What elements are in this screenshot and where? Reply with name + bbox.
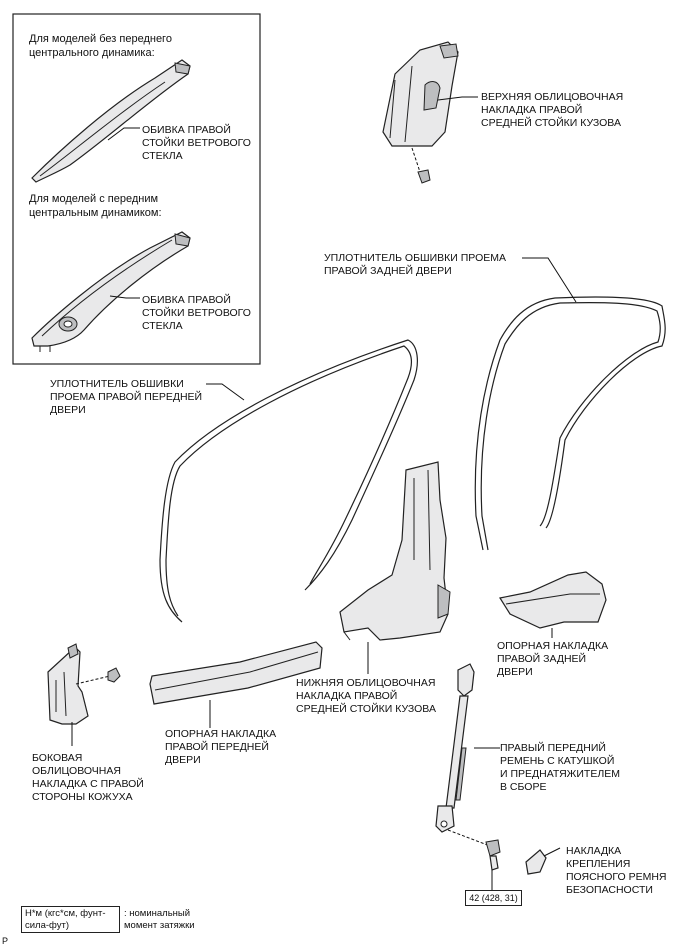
leader-upper-b-pillar	[437, 96, 478, 101]
rear-scuff-plate	[499, 571, 607, 629]
inset-heading-with-speaker: Для моделей с передним центральным динам…	[29, 193, 162, 219]
leader-front-weatherstrip	[206, 383, 245, 401]
front-scuff-plate	[149, 641, 323, 705]
rear-door-weatherstrip	[474, 296, 666, 551]
torque-legend-text: : номинальный момент затяжки	[124, 908, 195, 931]
belt-anchor-cover	[525, 849, 547, 875]
torque-value-box: 42 (428, 31)	[465, 890, 522, 906]
front-weatherstrip-label: УПЛОТНИТЕЛЬ ОБШИВКИ ПРОЕМА ПРАВОЙ ПЕРЕДН…	[50, 378, 203, 416]
cowl-side-label: БОКОВАЯ ОБЛИЦОВОЧНАЯ НАКЛАДКА С ПРАВОЙ С…	[32, 752, 144, 803]
a-pillar-garnish-with-speaker	[31, 231, 191, 352]
upper-b-pillar-label: ВЕРХНЯЯ ОБЛИЦОВОЧНАЯ НАКЛАДКА ПРАВОЙ СРЕ…	[481, 91, 624, 129]
seat-belt-assembly	[435, 663, 475, 833]
a-pillar-garnish-label-2: ОБИВКА ПРАВОЙ СТОЙКИ ВЕТРОВОГО СТЕКЛА	[142, 294, 251, 332]
leader-inset-2	[109, 295, 140, 299]
torque-legend-box: Н*м (кгс*см, фунт- сила-фут)	[21, 906, 120, 933]
lower-b-pillar-garnish	[339, 461, 451, 641]
inset-frame	[12, 13, 261, 365]
a-pillar-garnish-without-speaker	[31, 59, 191, 183]
a-pillar-garnish-label-1: ОБИВКА ПРАВОЙ СТОЙКИ ВЕТРОВОГО СТЕКЛА	[142, 124, 251, 162]
leader-inset-1	[107, 127, 140, 141]
dashed-line-cowl-nut	[75, 675, 111, 685]
seat-belt-label: ПРАВЫЙ ПЕРЕДНИЙ РЕМЕНЬ С КАТУШКОЙ И ПРЕД…	[500, 742, 620, 793]
corner-mark: P	[2, 936, 9, 946]
upper-b-pillar-garnish	[382, 41, 459, 147]
rear-weatherstrip-label: УПЛОТНИТЕЛЬ ОБШИВКИ ПРОЕМА ПРАВОЙ ЗАДНЕЙ…	[324, 252, 506, 277]
front-scuff-label: ОПОРНАЯ НАКЛАДКА ПРАВОЙ ПЕРЕДНЕЙ ДВЕРИ	[165, 728, 277, 766]
dashed-line-upper-bolt	[411, 147, 421, 173]
lower-b-pillar-label: НИЖНЯЯ ОБЛИЦОВОЧНАЯ НАКЛАДКА ПРАВОЙ СРЕД…	[296, 677, 436, 715]
clip-icon	[417, 169, 431, 184]
belt-anchor-cover-label: НАКЛАДКА КРЕПЛЕНИЯ ПОЯСНОГО РЕМНЯ БЕЗОПА…	[566, 845, 667, 896]
cowl-side-trim	[47, 643, 89, 725]
dashed-line-belt-bolt	[447, 829, 491, 847]
leader-rear-weatherstrip	[522, 257, 577, 303]
rear-scuff-label: ОПОРНАЯ НАКЛАДКА ПРАВОЙ ЗАДНЕЙ ДВЕРИ	[497, 640, 609, 678]
bolt-icon	[485, 839, 501, 871]
leader-belt-cover	[543, 847, 561, 857]
nut-icon	[107, 667, 121, 683]
front-door-weatherstrip	[159, 339, 418, 623]
inset-heading-without-speaker: Для моделей без переднего центрального д…	[29, 33, 172, 59]
